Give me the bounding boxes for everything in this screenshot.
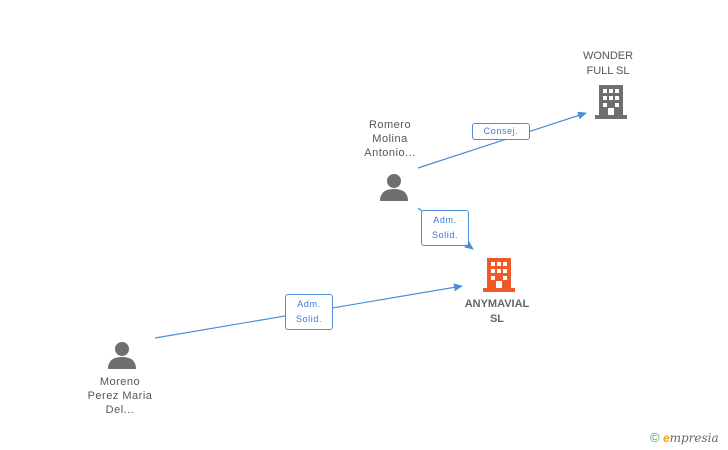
person-name-line: Moreno: [99, 376, 141, 388]
edge-label-line: Solid.: [295, 314, 323, 324]
person-name-line: Del...: [105, 404, 135, 416]
edge-label-line: Solid.: [431, 230, 459, 240]
person-icon[interactable]: [379, 172, 409, 202]
brand-initial: e: [662, 431, 670, 445]
empresia-watermark: © empresia: [650, 430, 719, 445]
person-name-line: Perez Maria: [87, 390, 153, 402]
edge-romero-wonder: [417, 111, 587, 169]
person-label-moreno[interactable]: Moreno Perez Maria Del...: [75, 375, 165, 417]
company-name-line: WONDER: [582, 50, 634, 62]
company-label-wonder[interactable]: WONDER FULL SL: [570, 49, 646, 79]
person-label-romero[interactable]: Romero Molina Antonio...: [350, 118, 430, 160]
edge-label-adm-solid: Adm. Solid.: [421, 210, 469, 246]
person-icon[interactable]: [107, 340, 137, 370]
person-name-line: Romero: [368, 119, 412, 131]
company-name-line: SL: [489, 313, 505, 325]
company-label-anymavial[interactable]: ANYMAVIAL SL: [452, 297, 542, 327]
edge-label-adm-solid: Adm. Solid.: [285, 294, 333, 330]
building-icon[interactable]: [595, 84, 627, 120]
copyright-symbol: ©: [650, 430, 660, 445]
edge-label-line: Consej.: [483, 126, 519, 136]
edge-label-line: Adm.: [297, 299, 321, 309]
person-name-line: Molina: [372, 133, 408, 145]
building-icon[interactable]: [483, 257, 515, 293]
person-name-line: Antonio...: [364, 147, 416, 159]
company-name-line: ANYMAVIAL: [464, 298, 530, 310]
edge-label-line: Adm.: [433, 215, 457, 225]
edge-label-consej: Consej.: [472, 123, 530, 140]
company-name-line: FULL SL: [586, 65, 630, 77]
brand-name: mpresia: [669, 431, 719, 445]
